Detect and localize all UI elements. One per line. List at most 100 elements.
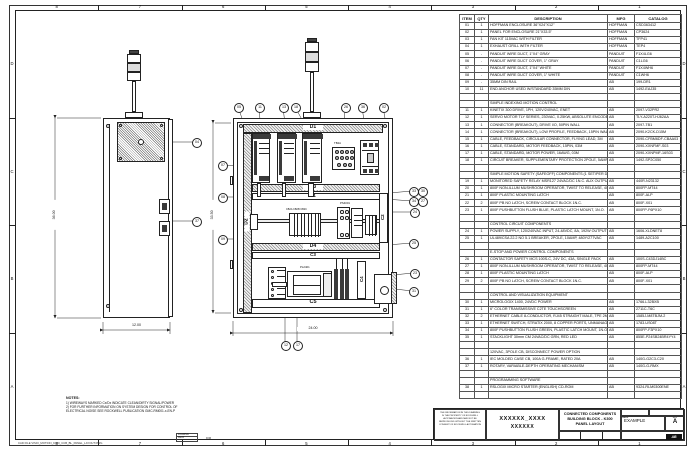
zone-tick — [514, 5, 516, 10]
zone-number-top: 5 — [305, 4, 308, 10]
front-stacklight-segment — [305, 62, 319, 72]
bom-blank-row — [459, 213, 682, 222]
motor-connector — [339, 269, 344, 299]
item-balloon-18: 18 — [291, 103, 301, 113]
title-sub-strip — [559, 431, 621, 441]
corner-screw — [239, 308, 243, 312]
drive-cable-stub — [308, 183, 314, 197]
disclaimer-line: IS THE PROPERTY OF ROCKWELL — [441, 414, 479, 417]
zone-number-top: 1 — [638, 4, 641, 10]
connector-stem — [336, 259, 337, 269]
side-stacklight-pole — [132, 81, 136, 112]
motor-connector — [334, 269, 338, 299]
front-hinge — [230, 176, 233, 185]
fan-screw — [160, 124, 163, 127]
safety-contactor — [337, 207, 350, 239]
zone-number-top: 4 — [388, 4, 391, 10]
zone-letter-right: B — [682, 276, 686, 282]
bom-blank-row — [459, 341, 682, 350]
corner-screw — [383, 124, 387, 128]
fan-screw — [119, 124, 122, 127]
front-width-dim: 24.00 — [297, 326, 329, 331]
side-door-line — [108, 124, 110, 312]
bom-header: CATALOG — [634, 14, 682, 23]
duct-label-d4: D4 — [303, 244, 323, 249]
bom-section-row: SIMPLE MOTION SAFETY (SAFEOFF) COMPONENT… — [459, 170, 682, 180]
bom-blank-row — [459, 284, 682, 293]
bom-blank-row — [459, 92, 682, 102]
zone-tick — [597, 440, 599, 446]
disclaimer-line: AUTOMATION AND MAY NOT BE — [443, 417, 477, 420]
zone-letter-left: B — [10, 276, 14, 282]
disclaimer-line: THE INFORMATION IN THIS DRAWING — [440, 411, 480, 414]
item-balloon-36: 36 — [358, 103, 368, 113]
zone-number-bottom: 5 — [305, 440, 308, 446]
name-value: EXAMPLE — [624, 418, 646, 424]
zone-tick — [431, 5, 432, 10]
zone-number-top: 2 — [554, 4, 558, 10]
item-balloon-08: 08 — [218, 193, 228, 203]
disclaimer-line: CONSENT OF ROCKWELL AUTOMATION — [439, 423, 481, 426]
bom-blank-row — [459, 390, 682, 399]
servo-drive — [277, 133, 297, 183]
item-balloon-07: 07 — [218, 161, 228, 171]
item-balloon-09: 09 — [218, 235, 228, 245]
item-balloon-05: 05 — [234, 103, 244, 113]
zone-tick — [9, 332, 15, 334]
zone-number-top: 3 — [471, 4, 475, 10]
doc-sub-number: XXXXXX — [510, 423, 535, 430]
bom-section-row: CONTROL AND VISUALIZATION EQUIPMENT — [459, 291, 682, 300]
date-cell: DATE 04-16-10 — [649, 409, 685, 416]
zone-tick — [514, 440, 516, 446]
drive-cable-stub — [257, 183, 261, 197]
rev-value: A — [672, 419, 678, 426]
wall-terminal-strip — [391, 272, 397, 304]
stamp-line2: 06/23 — [178, 436, 184, 440]
zone-number-bottom: 4 — [388, 440, 391, 446]
connector-stem — [347, 259, 348, 269]
notes-title: NOTES: — [66, 396, 80, 400]
zone-tick — [348, 440, 349, 446]
motor-label: PL2401 — [300, 265, 310, 269]
duct-label-c4: C4 — [359, 269, 365, 290]
zone-number-top: 8 — [55, 4, 58, 10]
duct-label-c5: C5 — [303, 299, 323, 306]
zone-letter-right: A — [682, 383, 686, 389]
zone-tick — [181, 440, 183, 446]
doc-number: XXXXXX_XXXX — [499, 416, 546, 422]
bom-blank-row — [459, 241, 682, 251]
bom-blank-row — [459, 163, 682, 172]
item-balloon-26: 26 — [341, 103, 351, 113]
zone-number-bottom: 1 — [638, 440, 641, 446]
servo-motor-body — [287, 271, 332, 297]
zone-tick — [9, 225, 15, 226]
name-cell: NAME EXAMPLE — [621, 416, 665, 431]
bom-header: ITEM — [459, 14, 475, 23]
drawing-title-line: BUILDING BLOCK - K300 — [567, 417, 613, 422]
zone-number-top: 7 — [138, 4, 142, 10]
corner-screw — [383, 308, 387, 312]
duct-label-c2: C2 — [380, 207, 386, 228]
item-balloon-25: 25 — [409, 239, 419, 249]
rev-cell: REV A — [665, 416, 685, 431]
terminal-labels: CB2A CB2B CB2C — [286, 208, 307, 211]
panel-height-dim: 33.50 — [210, 199, 215, 230]
power-supply — [351, 208, 363, 238]
